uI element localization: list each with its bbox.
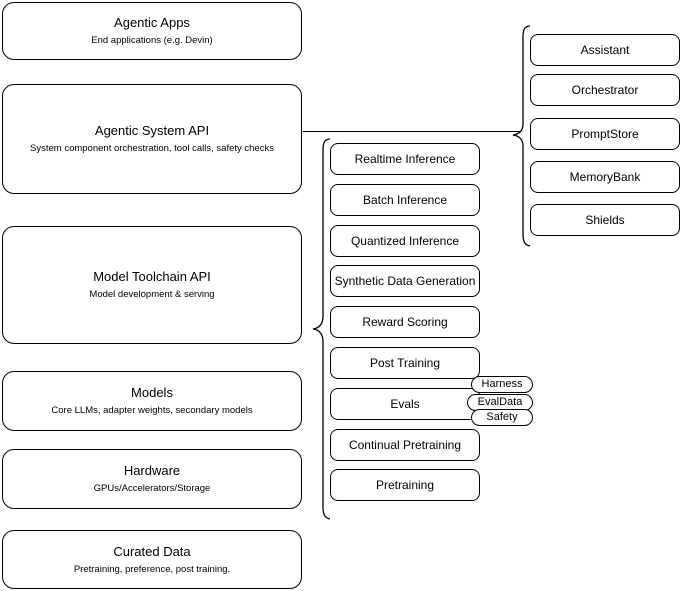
chip-pretraining[interactable]: Pretraining xyxy=(330,469,480,501)
chip-label: Shields xyxy=(585,213,625,227)
connector-system-api-to-components xyxy=(303,131,521,132)
chip-assistant[interactable]: Assistant xyxy=(530,34,680,66)
pill-label: Harness xyxy=(481,378,523,390)
chip-label: MemoryBank xyxy=(569,170,641,184)
layer-curated-data[interactable]: Curated Data Pretraining, preference, po… xyxy=(2,530,302,589)
layer-subtitle: Model development & serving xyxy=(89,289,215,300)
chip-orchestrator[interactable]: Orchestrator xyxy=(530,74,680,106)
layer-subtitle: Core LLMs, adapter weights, secondary mo… xyxy=(51,405,253,416)
chip-synthetic-data-generation[interactable]: Synthetic Data Generation xyxy=(330,265,480,297)
chip-realtime-inference[interactable]: Realtime Inference xyxy=(330,143,480,175)
chip-post-training[interactable]: Post Training xyxy=(330,347,480,379)
chip-shields[interactable]: Shields xyxy=(530,204,680,236)
layer-title: Model Toolchain API xyxy=(93,269,211,284)
chip-label: Evals xyxy=(390,397,420,411)
chip-memorybank[interactable]: MemoryBank xyxy=(530,161,680,193)
chip-label: Reward Scoring xyxy=(362,315,448,329)
brace-toolchain xyxy=(312,138,331,520)
layer-title: Curated Data xyxy=(113,543,191,559)
pill-label: Safety xyxy=(486,411,518,423)
layer-title: Agentic Apps xyxy=(114,15,190,30)
chip-continual-pretraining[interactable]: Continual Pretraining xyxy=(330,429,480,461)
chip-reward-scoring[interactable]: Reward Scoring xyxy=(330,306,480,338)
layer-subtitle: End applications (e.g. Devin) xyxy=(91,35,213,46)
chip-label: PromptStore xyxy=(571,127,639,141)
layer-model-toolchain-api[interactable]: Model Toolchain API Model development & … xyxy=(2,226,302,344)
chip-label: Quantized Inference xyxy=(350,234,460,248)
chip-label: Batch Inference xyxy=(362,193,448,207)
chip-evals[interactable]: Evals xyxy=(330,388,480,420)
layer-subtitle: GPUs/Accelerators/Storage xyxy=(93,483,211,494)
pill-safety[interactable]: Safety xyxy=(471,409,533,426)
layer-subtitle: Pretraining, preference, post training. xyxy=(73,563,231,575)
layer-models[interactable]: Models Core LLMs, adapter weights, secon… xyxy=(2,371,302,431)
layer-hardware[interactable]: Hardware GPUs/Accelerators/Storage xyxy=(2,449,302,509)
chip-label: Synthetic Data Generation xyxy=(334,274,476,288)
pill-harness[interactable]: Harness xyxy=(471,376,533,393)
chip-label: Realtime Inference xyxy=(354,152,456,166)
chip-batch-inference[interactable]: Batch Inference xyxy=(330,184,480,216)
chip-label: Continual Pretraining xyxy=(348,438,462,452)
chip-quantized-inference[interactable]: Quantized Inference xyxy=(330,225,480,257)
layer-agentic-system-api[interactable]: Agentic System API System component orch… xyxy=(2,84,302,194)
layer-subtitle: System component orchestration, tool cal… xyxy=(30,143,274,154)
chip-label: Assistant xyxy=(580,43,630,57)
pill-label: EvalData xyxy=(477,396,523,408)
brace-system-components xyxy=(512,25,531,247)
layer-title: Models xyxy=(131,385,173,400)
chip-label: Post Training xyxy=(369,356,441,370)
layer-title: Agentic System API xyxy=(94,123,210,138)
chip-label: Pretraining xyxy=(375,478,435,492)
chip-promptstore[interactable]: PromptStore xyxy=(530,118,680,150)
layer-agentic-apps[interactable]: Agentic Apps End applications (e.g. Devi… xyxy=(2,2,302,60)
layer-title: Hardware xyxy=(123,463,181,478)
chip-label: Orchestrator xyxy=(571,83,639,97)
